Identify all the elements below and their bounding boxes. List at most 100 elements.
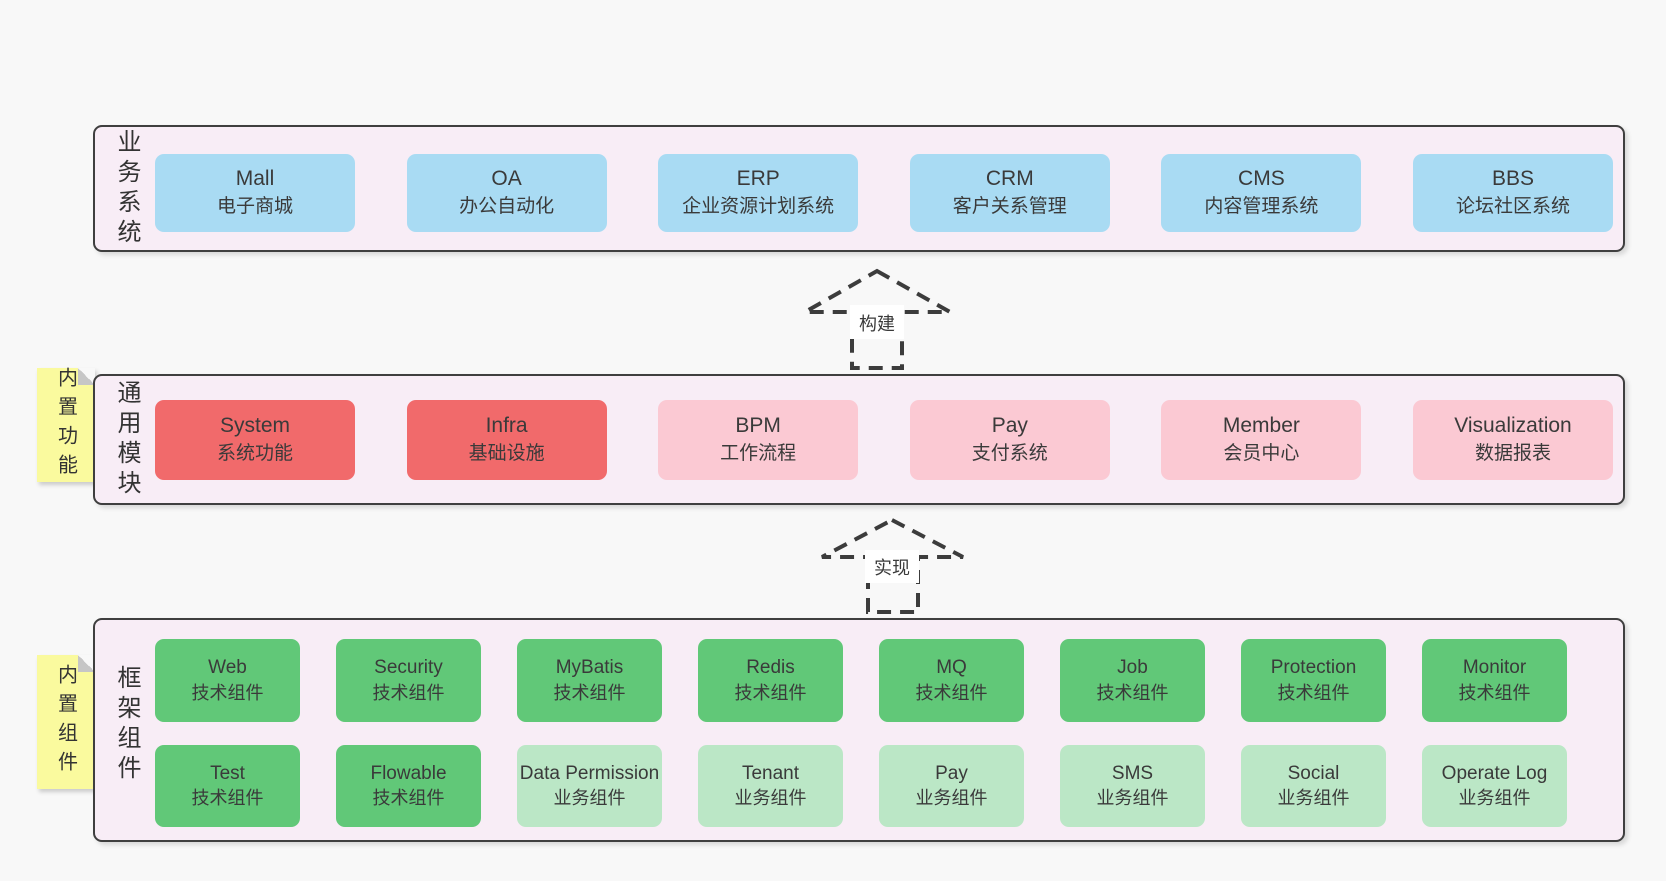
- arrow-implement: 实现: [821, 517, 964, 614]
- folded-corner-icon: [78, 368, 95, 385]
- box-title: Security: [374, 657, 443, 679]
- box-subtitle: 技术组件: [372, 682, 445, 703]
- box-title: Social: [1287, 762, 1340, 784]
- box-subtitle: 业务组件: [553, 788, 626, 809]
- box-subtitle: 论坛社区系统: [1455, 196, 1570, 218]
- box-security: Security 技术组件: [336, 639, 481, 722]
- box-title: Infra: [485, 414, 528, 438]
- arrow-build: 构建: [798, 268, 958, 370]
- box-title: Protection: [1270, 657, 1357, 679]
- box-title: Redis: [746, 657, 795, 679]
- box-subtitle: 技术组件: [1277, 682, 1350, 703]
- band-label: 框架组件: [113, 665, 140, 785]
- box-flowable: Flowable 技术组件: [336, 745, 481, 827]
- tag-builtin-features: 内置功能: [37, 367, 95, 483]
- box-mybatis: MyBatis 技术组件: [517, 639, 662, 722]
- band-common-modules: 通用模块 System 系统功能 Infra 基础设施 BPM 工作流程 Pay…: [93, 374, 1625, 505]
- tag-label: 内置组件: [54, 664, 77, 780]
- box-title: Pay: [991, 414, 1028, 438]
- box-pay-business: Pay 业务组件: [879, 745, 1024, 827]
- box-title: CMS: [1238, 167, 1285, 191]
- box-title: Job: [1117, 657, 1148, 679]
- box-subtitle: 技术组件: [372, 788, 445, 809]
- band-label: 通用模块: [113, 379, 140, 500]
- box-subtitle: 技术组件: [1096, 682, 1169, 703]
- box-title: Visualization: [1454, 414, 1572, 438]
- box-bbs: BBS 论坛社区系统: [1412, 154, 1613, 232]
- box-title: Monitor: [1462, 657, 1527, 679]
- box-member: Member 会员中心: [1161, 400, 1362, 480]
- box-pay: Pay 支付系统: [909, 400, 1110, 480]
- box-subtitle: 系统功能: [216, 443, 293, 465]
- box-mq: MQ 技术组件: [879, 639, 1024, 722]
- arrow-up-icon: [798, 268, 958, 370]
- box-system: System 系统功能: [155, 400, 355, 480]
- box-title: CRM: [985, 167, 1034, 191]
- box-redis: Redis 技术组件: [698, 639, 843, 722]
- box-protection: Protection 技术组件: [1241, 639, 1386, 722]
- box-tenant: Tenant 业务组件: [698, 745, 843, 827]
- box-subtitle: 技术组件: [915, 682, 988, 703]
- box-subtitle: 企业资源计划系统: [682, 196, 835, 218]
- box-title: Mall: [235, 167, 275, 191]
- arrow-label: 构建: [859, 314, 895, 334]
- box-subtitle: 工作流程: [720, 443, 797, 465]
- box-oa: OA 办公自动化: [406, 154, 607, 232]
- tag-builtin-components: 内置组件: [37, 655, 95, 789]
- box-title: OA: [491, 167, 522, 191]
- box-subtitle: 数据报表: [1474, 443, 1551, 465]
- box-subtitle: 技术组件: [1458, 682, 1531, 703]
- box-subtitle: 支付系统: [971, 443, 1048, 465]
- folded-corner-icon: [78, 655, 95, 672]
- box-erp: ERP 企业资源计划系统: [658, 154, 859, 232]
- box-subtitle: 业务组件: [734, 788, 807, 809]
- box-bpm: BPM 工作流程: [658, 400, 859, 480]
- box-title: System: [219, 414, 290, 438]
- band-framework-components: 框架组件 Web 技术组件 Security 技术组件 MyBatis 技术组件…: [93, 618, 1625, 842]
- box-subtitle: 客户关系管理: [952, 196, 1067, 218]
- box-title: Flowable: [370, 762, 447, 784]
- box-crm: CRM 客户关系管理: [909, 154, 1110, 232]
- box-subtitle: 技术组件: [734, 682, 807, 703]
- box-cms: CMS 内容管理系统: [1161, 154, 1362, 232]
- tag-label: 内置功能: [54, 367, 77, 483]
- box-subtitle: 业务组件: [1277, 788, 1350, 809]
- box-subtitle: 业务组件: [1096, 788, 1169, 809]
- band-row: Web 技术组件 Security 技术组件 MyBatis 技术组件 Redi…: [155, 639, 1567, 722]
- box-subtitle: 技术组件: [553, 682, 626, 703]
- arrow-label: 实现: [874, 558, 910, 578]
- box-data-permission: Data Permission 业务组件: [517, 745, 662, 827]
- band-row: Mall 电子商城 OA 办公自动化 ERP 企业资源计划系统 CRM 客户关系…: [155, 154, 1613, 232]
- box-subtitle: 电子商城: [216, 196, 293, 218]
- box-sms: SMS 业务组件: [1060, 745, 1205, 827]
- box-monitor: Monitor 技术组件: [1422, 639, 1567, 722]
- box-subtitle: 技术组件: [191, 682, 264, 703]
- band-label: 业务系统: [113, 128, 140, 249]
- box-title: Pay: [935, 762, 968, 784]
- box-title: MQ: [936, 657, 967, 679]
- box-subtitle: 基础设施: [468, 443, 545, 465]
- box-title: Member: [1222, 414, 1300, 438]
- box-infra: Infra 基础设施: [406, 400, 607, 480]
- box-title: SMS: [1111, 762, 1154, 784]
- box-subtitle: 业务组件: [1458, 788, 1531, 809]
- box-web: Web 技术组件: [155, 639, 300, 722]
- box-subtitle: 会员中心: [1223, 443, 1300, 465]
- arrow-up-icon: [821, 517, 964, 614]
- box-title: BPM: [735, 414, 781, 438]
- box-title: Test: [210, 762, 245, 784]
- box-visualization: Visualization 数据报表: [1412, 400, 1613, 480]
- box-title: Web: [208, 657, 247, 679]
- box-title: Tenant: [741, 762, 800, 784]
- box-subtitle: 办公自动化: [459, 196, 555, 218]
- band-business-systems: 业务系统 Mall 电子商城 OA 办公自动化 ERP 企业资源计划系统 CRM…: [93, 125, 1625, 252]
- band-row: Test 技术组件 Flowable 技术组件 Data Permission …: [155, 745, 1567, 827]
- box-title: BBS: [1491, 167, 1534, 191]
- band-row: System 系统功能 Infra 基础设施 BPM 工作流程 Pay 支付系统…: [155, 400, 1613, 480]
- box-mall: Mall 电子商城: [155, 154, 355, 232]
- box-test: Test 技术组件: [155, 745, 300, 827]
- box-job: Job 技术组件: [1060, 639, 1205, 722]
- box-title: Data Permission: [519, 762, 660, 784]
- box-title: MyBatis: [555, 657, 624, 679]
